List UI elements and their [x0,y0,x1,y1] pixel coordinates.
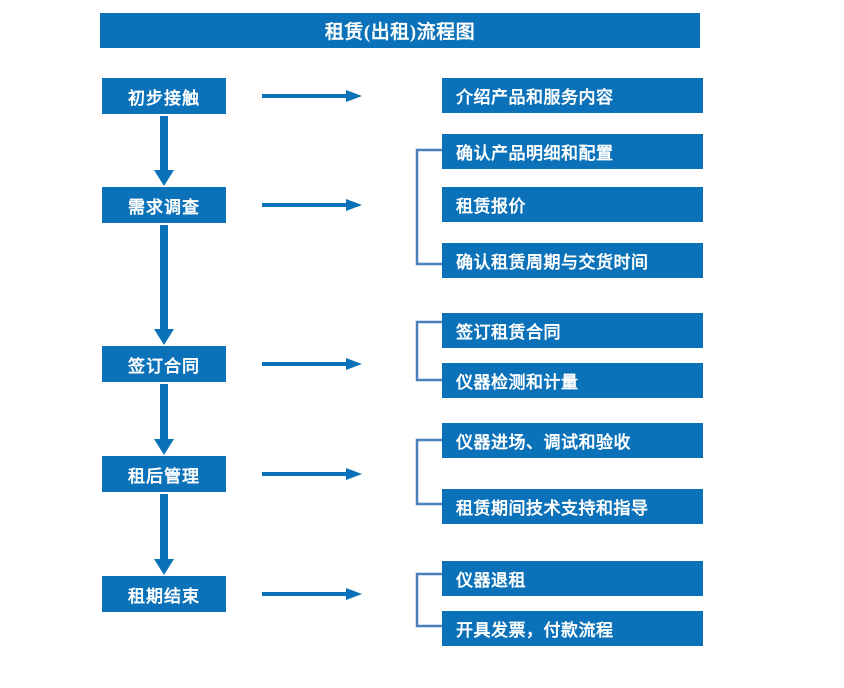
vertical-arrow-1 [153,116,175,186]
horizontal-arrow-3 [262,357,362,371]
group-bracket-2 [414,148,444,266]
detail-box-8[interactable]: 租赁期间技术支持和指导 [442,489,703,524]
detail-box-10[interactable]: 开具发票，付款流程 [442,611,703,646]
stage-box-2[interactable]: 需求调查 [102,187,226,223]
detail-box-3[interactable]: 租赁报价 [442,187,703,222]
horizontal-arrow-1 [262,89,362,103]
stage-box-3[interactable]: 签订合同 [102,346,226,382]
vertical-arrow-3 [153,384,175,455]
stage-box-4[interactable]: 租后管理 [102,456,226,492]
detail-box-1[interactable]: 介绍产品和服务内容 [442,78,703,113]
detail-box-2[interactable]: 确认产品明细和配置 [442,134,703,169]
stage-box-1[interactable]: 初步接触 [102,78,226,114]
horizontal-arrow-5 [262,587,362,601]
stage-box-5[interactable]: 租期结束 [102,576,226,612]
group-bracket-3 [414,320,444,382]
group-bracket-5 [414,572,444,628]
detail-box-5[interactable]: 签订租赁合同 [442,313,703,348]
horizontal-arrow-4 [262,467,362,481]
detail-box-4[interactable]: 确认租赁周期与交货时间 [442,243,703,278]
vertical-arrow-2 [153,225,175,345]
page-title: 租赁(出租)流程图 [100,13,700,48]
detail-box-7[interactable]: 仪器进场、调试和验收 [442,423,703,458]
group-bracket-4 [414,438,444,506]
vertical-arrow-4 [153,494,175,575]
detail-box-6[interactable]: 仪器检测和计量 [442,363,703,398]
horizontal-arrow-2 [262,198,362,212]
detail-box-9[interactable]: 仪器退租 [442,561,703,596]
